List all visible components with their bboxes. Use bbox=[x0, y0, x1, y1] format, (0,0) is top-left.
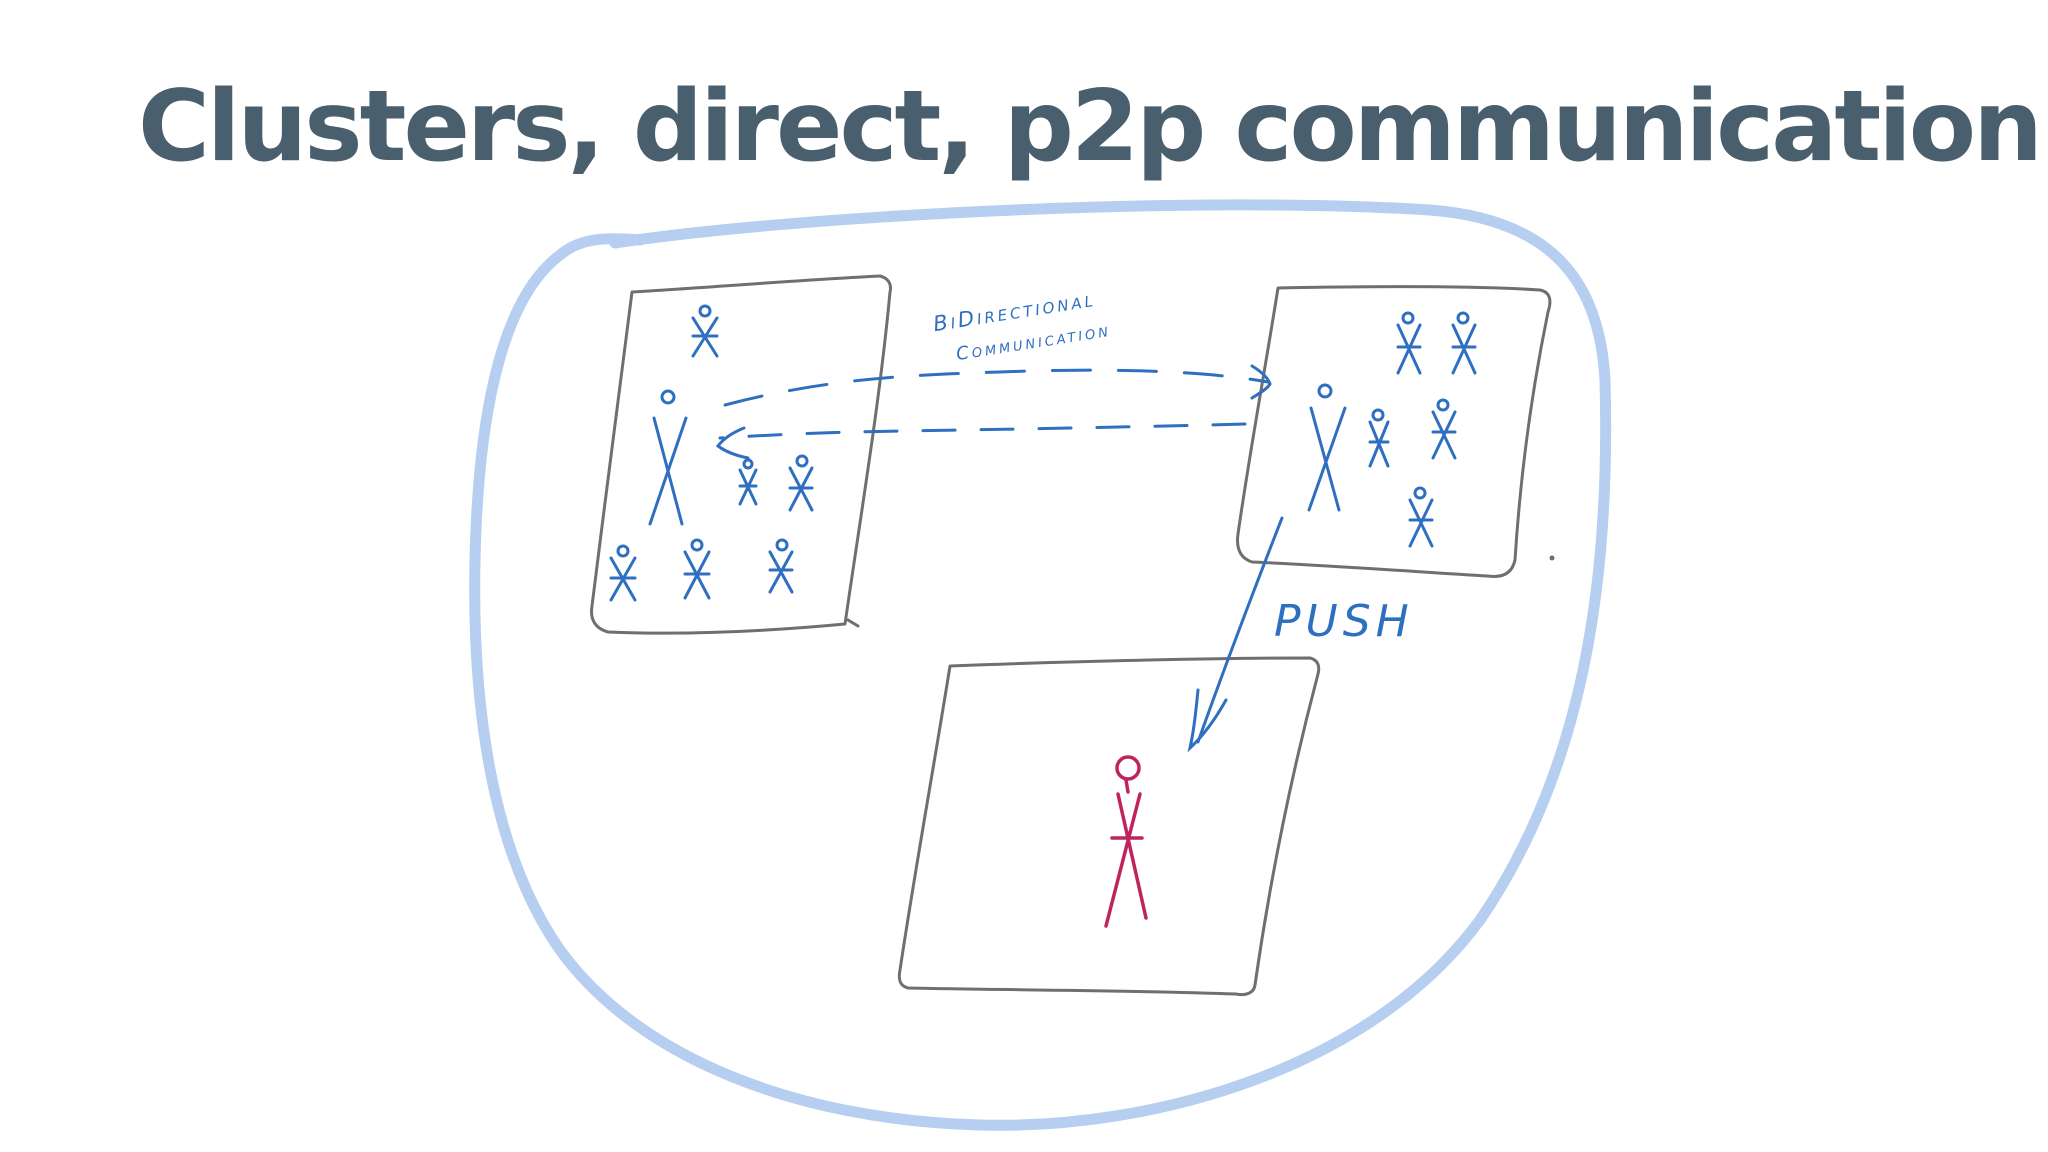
stick-figure-right-5 bbox=[1431, 398, 1457, 460]
slide-title: Clusters, direct, p2p communication bbox=[138, 70, 2043, 184]
left-box-tail-mark bbox=[846, 618, 860, 628]
stick-figure-left-7 bbox=[768, 538, 794, 594]
bidirectional-label: BiDirectional Communication bbox=[931, 287, 1112, 365]
stick-figure-right-4 bbox=[1368, 408, 1390, 468]
stick-figure-right-6 bbox=[1408, 486, 1434, 548]
outer-cluster-boundary bbox=[469, 199, 1612, 1131]
stick-figure-right-3 bbox=[1307, 383, 1347, 512]
stick-figure-bottom-red bbox=[1104, 755, 1148, 928]
stick-figure-left-5 bbox=[609, 544, 637, 602]
stick-figure-right-2 bbox=[1451, 311, 1477, 375]
left-arrowhead bbox=[715, 426, 750, 460]
right-cluster-box bbox=[1236, 285, 1552, 578]
dashed-arrow-to-right bbox=[723, 368, 1270, 407]
push-arrowhead bbox=[1187, 688, 1228, 753]
stick-figure-left-3 bbox=[738, 458, 758, 506]
dashed-arrow-to-left bbox=[718, 422, 1247, 440]
stick-figure-left-1 bbox=[691, 304, 719, 358]
right-arrowhead bbox=[1250, 364, 1272, 400]
left-cluster-box bbox=[590, 274, 892, 635]
stray-dot bbox=[1549, 555, 1555, 561]
push-label: PUSH bbox=[1274, 596, 1414, 647]
stick-figure-right-1 bbox=[1396, 311, 1422, 375]
push-arrow-line bbox=[1196, 516, 1284, 744]
stick-figure-left-6 bbox=[683, 538, 711, 600]
bottom-cluster-box bbox=[897, 656, 1321, 997]
stick-figure-left-2 bbox=[648, 389, 688, 526]
stick-figure-left-4 bbox=[788, 454, 814, 512]
